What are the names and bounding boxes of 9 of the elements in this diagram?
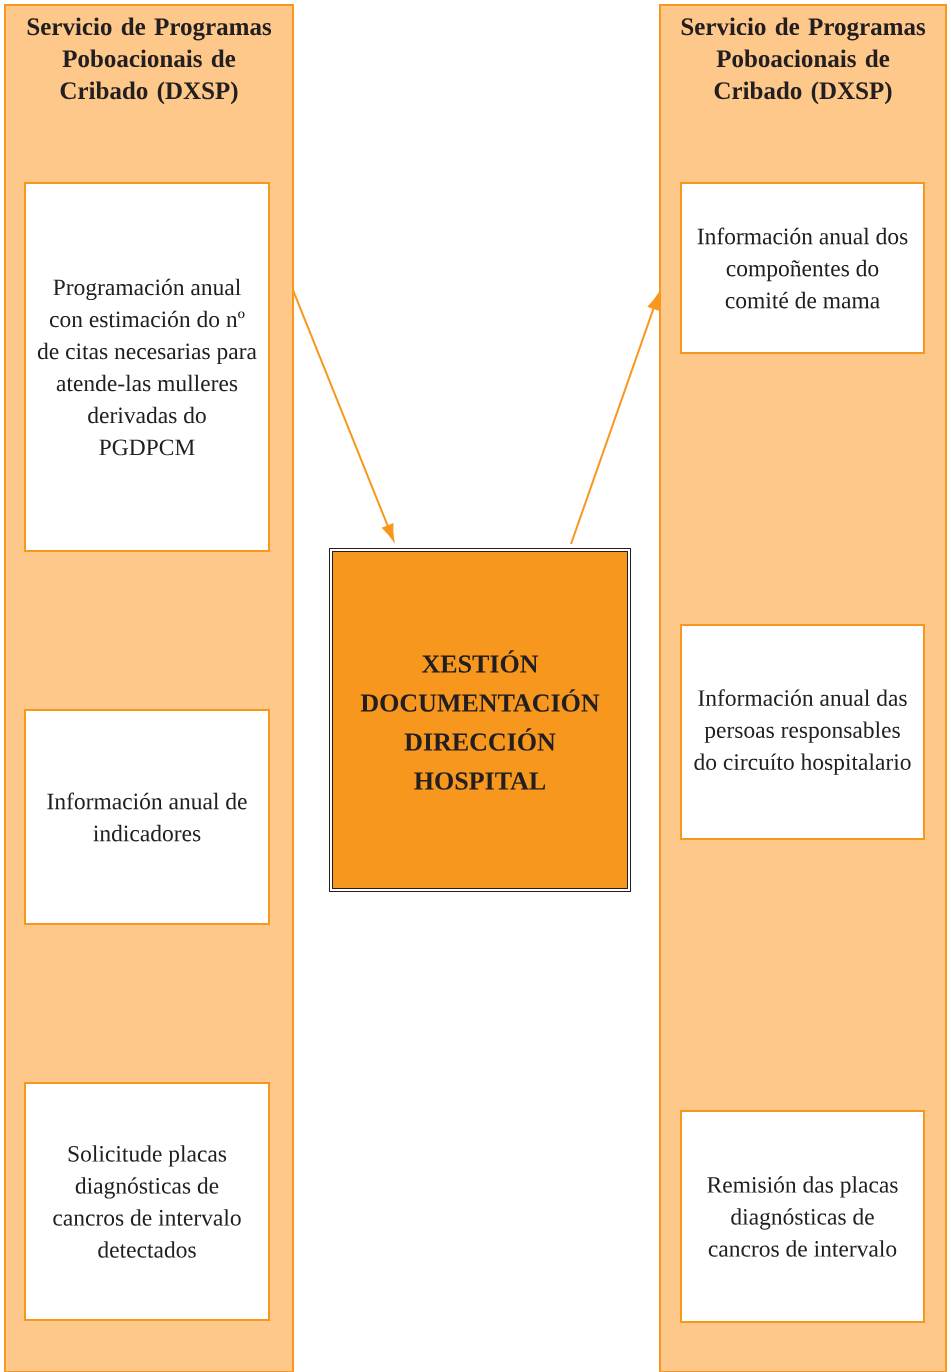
central-box: XESTIÓN DOCUMENTACIÓN DIRECCIÓN HOSPITAL (329, 548, 631, 892)
process-box: Información anual das persoas responsables do circuíto hospitalario (680, 624, 925, 840)
process-box: Información anual de indicadores (24, 709, 270, 925)
process-box: Solicitude placas diagnósticas de cancros de intervalo detectados (24, 1082, 270, 1321)
arrow (570, 293, 660, 545)
process-box: Remisión das placas diagnósticas de cancros de intervalo (680, 1110, 925, 1323)
process-box: Información anual dos compoñentes do comité de mama (680, 182, 925, 354)
process-box: Programación anual con estimación do nº de citas necesarias para atende-las mulleres derivadas do PGDPCM (24, 182, 270, 552)
arrow (292, 289, 395, 541)
